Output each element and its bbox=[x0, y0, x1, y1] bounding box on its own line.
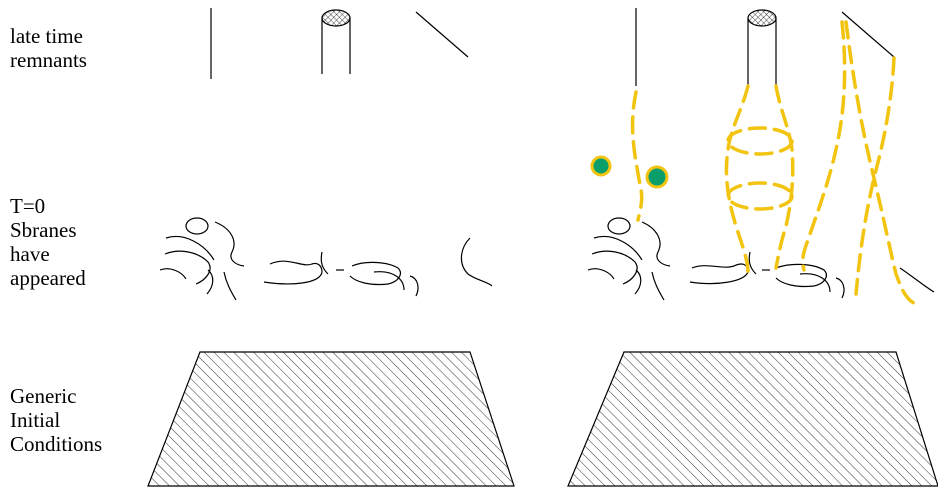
sbrane-fragments bbox=[160, 218, 492, 300]
defect-dots bbox=[592, 157, 667, 187]
left-panel bbox=[148, 8, 514, 486]
remnant-diagonal-line bbox=[416, 12, 468, 57]
sbrane-fragments bbox=[588, 218, 934, 300]
defect-dot bbox=[647, 167, 667, 187]
dashed-tube-left-wall bbox=[726, 86, 748, 272]
dashed-tube-right-wall bbox=[776, 86, 793, 268]
defect-dot bbox=[592, 157, 610, 175]
initial-conditions-trapezoid bbox=[568, 352, 938, 486]
dashed-branes bbox=[633, 22, 916, 304]
initial-conditions-trapezoid bbox=[148, 352, 514, 486]
right-panel bbox=[568, 8, 938, 486]
remnant-tube bbox=[748, 10, 776, 86]
dashed-tube-ring-lower bbox=[728, 183, 792, 209]
dashed-brane-sheet-middle bbox=[846, 22, 916, 304]
remnant-tube bbox=[322, 10, 350, 74]
dashed-brane-left bbox=[633, 92, 642, 220]
dashed-brane-sheet-left bbox=[803, 22, 845, 270]
dashed-tube-ring-upper bbox=[728, 128, 792, 154]
